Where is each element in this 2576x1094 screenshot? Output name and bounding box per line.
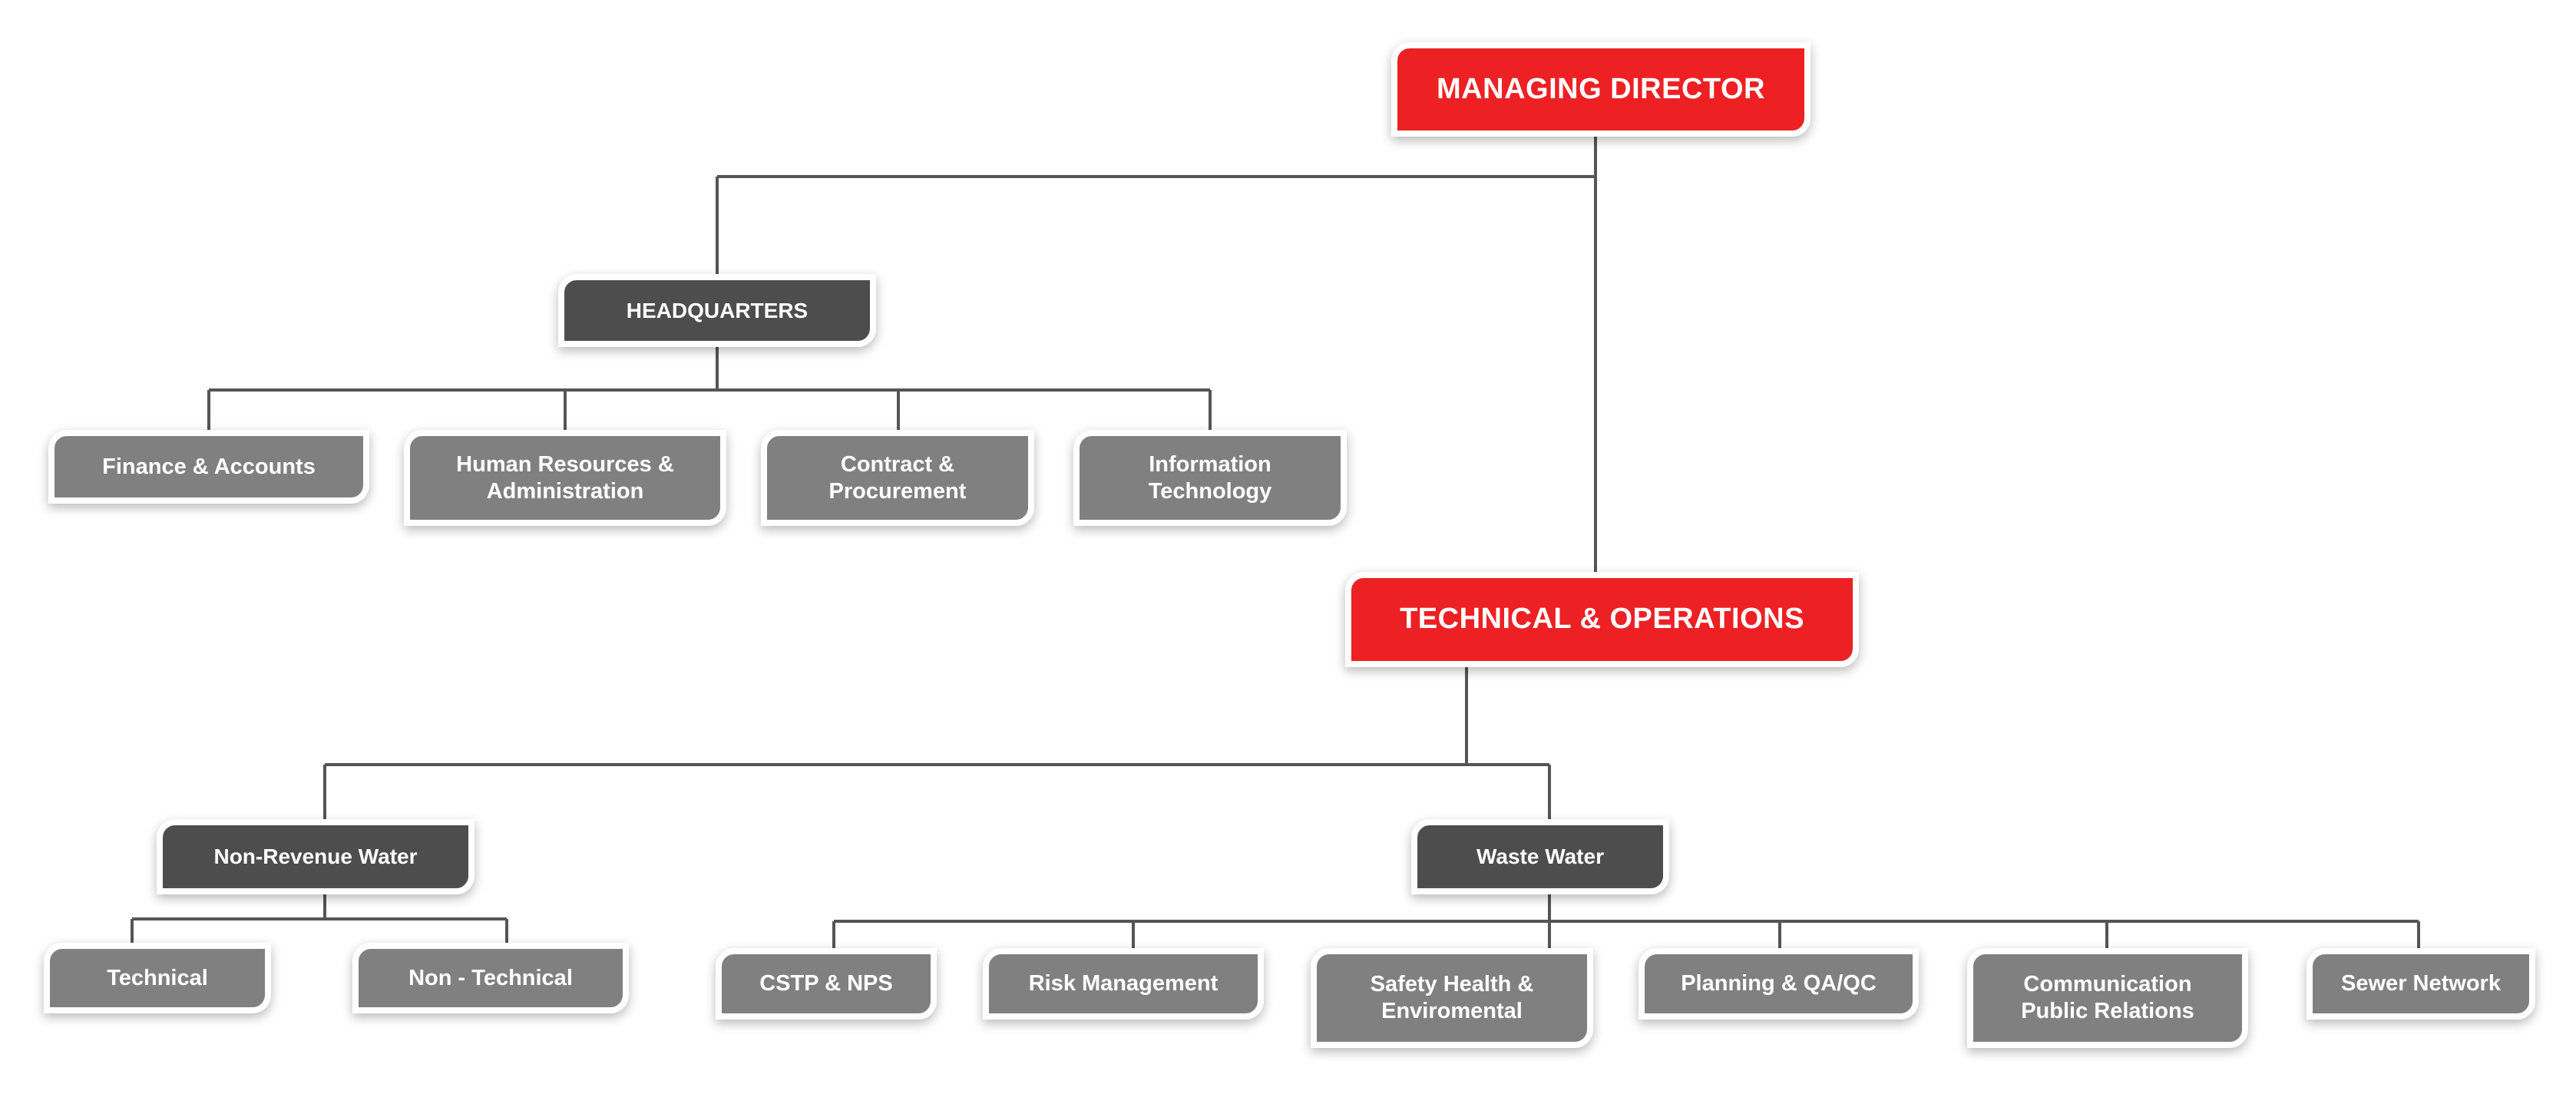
communication-node: Communication Public Relations [1967, 948, 2248, 1048]
human-resources-node: Human Resources & Administration [404, 430, 726, 526]
non-technical-node: Non - Technical [352, 943, 629, 1013]
sewer-network-node: Sewer Network [2306, 948, 2535, 1020]
technical-operations-node: TECHNICAL & OPERATIONS [1345, 572, 1859, 667]
cstp-nps-node: CSTP & NPS [716, 948, 937, 1020]
contract-procurement-node: Contract & Procurement [761, 430, 1034, 526]
planning-qaqc-node: Planning & QA/QC [1639, 948, 1919, 1020]
finance-accounts-node: Finance & Accounts [48, 430, 369, 504]
safety-health-node: Safety Health & Enviromental [1311, 948, 1593, 1048]
managing-director-node: MANAGING DIRECTOR [1391, 42, 1810, 137]
headquarters-node: HEADQUARTERS [558, 274, 876, 347]
non-revenue-water-node: Non-Revenue Water [157, 819, 475, 894]
information-technology-node: Information Technology [1073, 430, 1347, 526]
risk-management-node: Risk Management [983, 948, 1264, 1020]
waste-water-node: Waste Water [1411, 819, 1669, 894]
technical-node: Technical [44, 943, 271, 1013]
